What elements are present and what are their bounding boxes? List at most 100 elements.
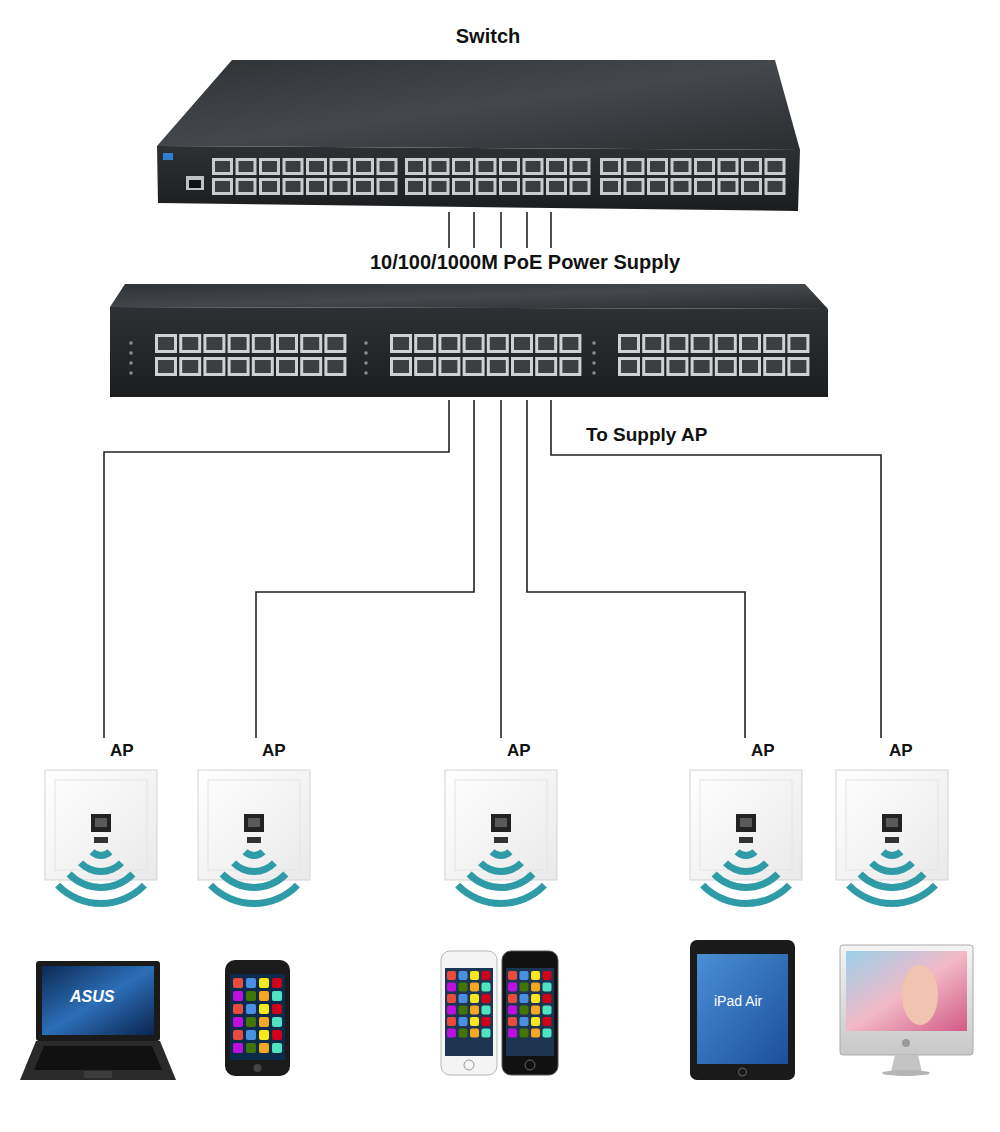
switch-port-slot: [768, 181, 783, 192]
app-icon: [259, 978, 269, 988]
port-tag: [885, 837, 899, 843]
poe-port: [763, 334, 785, 353]
switch-port: [476, 158, 497, 175]
poe-port: [179, 334, 201, 353]
port-tag: [739, 837, 753, 843]
status-led: [592, 341, 596, 345]
access-point-node: AP: [690, 738, 802, 883]
switch-port: [741, 178, 762, 195]
rj45-port: [244, 814, 264, 832]
poe-port-slot: [742, 360, 758, 373]
poe-port-slot: [393, 360, 409, 373]
port-tag: [494, 837, 508, 843]
app-icon: [531, 1017, 540, 1026]
imac-illustration: [840, 945, 973, 1076]
poe-port: [228, 357, 250, 376]
poe-port-slot: [621, 337, 637, 350]
app-icon: [470, 983, 479, 992]
app-icon: [482, 1029, 491, 1038]
status-led: [592, 361, 596, 365]
switch-port: [499, 158, 520, 175]
poe-port-slot: [766, 337, 782, 350]
imac-stand: [891, 1055, 922, 1072]
app-icon: [272, 1030, 282, 1040]
wifi-wave: [881, 849, 904, 859]
ipad-screen: [697, 954, 788, 1064]
cable-line: [526, 212, 528, 248]
ap-panel: [690, 770, 802, 907]
app-icon: [543, 1017, 552, 1026]
poe-port: [559, 334, 581, 353]
poe-port: [618, 357, 640, 376]
switch-port: [306, 178, 327, 195]
app-icon: [508, 1029, 517, 1038]
app-icon: [520, 983, 529, 992]
panel-inner: [55, 780, 147, 870]
app-icon: [246, 1030, 256, 1040]
switch-port-slot: [333, 181, 348, 192]
poe-port: [715, 334, 737, 353]
status-led: [129, 371, 133, 375]
app-icon: [447, 971, 456, 980]
app-icon: [520, 1006, 529, 1015]
poe-port: [324, 357, 346, 376]
app-icon: [246, 978, 256, 988]
switch-port-slot: [627, 161, 642, 172]
port-tag: [247, 837, 261, 843]
switch-port: [283, 178, 304, 195]
poe-port: [438, 334, 460, 353]
app-icon: [482, 971, 491, 980]
app-icon: [459, 994, 468, 1003]
poe-port-slot: [669, 360, 685, 373]
wifi-wave: [231, 860, 277, 875]
device-heading: 10/100/1000M PoE Power Supply: [368, 248, 682, 277]
switch-port: [353, 158, 374, 175]
wifi-wave: [858, 872, 927, 891]
imac-screen: [846, 951, 967, 1031]
app-icon: [482, 983, 491, 992]
switch-node: 10/100/1000M PoE Power Supply: [108, 248, 830, 400]
poe-port: [203, 357, 225, 376]
app-icon: [543, 994, 552, 1003]
iphone-screen: [506, 968, 554, 1056]
switch-port-slot: [650, 161, 665, 172]
switch-port-slot: [286, 181, 301, 192]
poe-port-slot: [538, 337, 554, 350]
poe-port-slot: [255, 337, 271, 350]
device-heading: AP: [749, 738, 777, 764]
switch-port-slot: [573, 161, 588, 172]
switch-port: [476, 178, 497, 195]
app-icon: [543, 1006, 552, 1015]
access-point-node: AP: [45, 738, 157, 883]
poe-port-slot: [514, 337, 530, 350]
app-icon: [246, 991, 256, 1001]
home-button: [464, 1060, 474, 1070]
wifi-wave: [846, 883, 938, 907]
switch-port-slot: [674, 181, 689, 192]
app-icon: [470, 1017, 479, 1026]
poe-port-slot: [417, 360, 433, 373]
switch-port-slot: [309, 161, 324, 172]
panel-face: [198, 770, 310, 880]
switch-port-slot: [333, 161, 348, 172]
phone-body: [225, 960, 290, 1076]
app-icon: [272, 1004, 282, 1014]
switch-port-slot: [603, 181, 618, 192]
laptop-lid: [36, 961, 160, 1041]
wifi-wave: [90, 849, 113, 859]
switch-port-slot: [286, 161, 301, 172]
poe-port: [666, 334, 688, 353]
poe-port-slot: [231, 360, 247, 373]
poe-port-slot: [279, 337, 295, 350]
switch-port: [353, 178, 374, 195]
poe-port: [511, 357, 533, 376]
app-icon: [531, 1006, 540, 1015]
poe-port-slot: [393, 337, 409, 350]
rj45-slot: [248, 818, 260, 827]
switch-port-slot: [455, 181, 470, 192]
poe-port: [414, 357, 436, 376]
poe-port-slot: [645, 337, 661, 350]
poe-port-slot: [255, 360, 271, 373]
app-icon: [531, 994, 540, 1003]
